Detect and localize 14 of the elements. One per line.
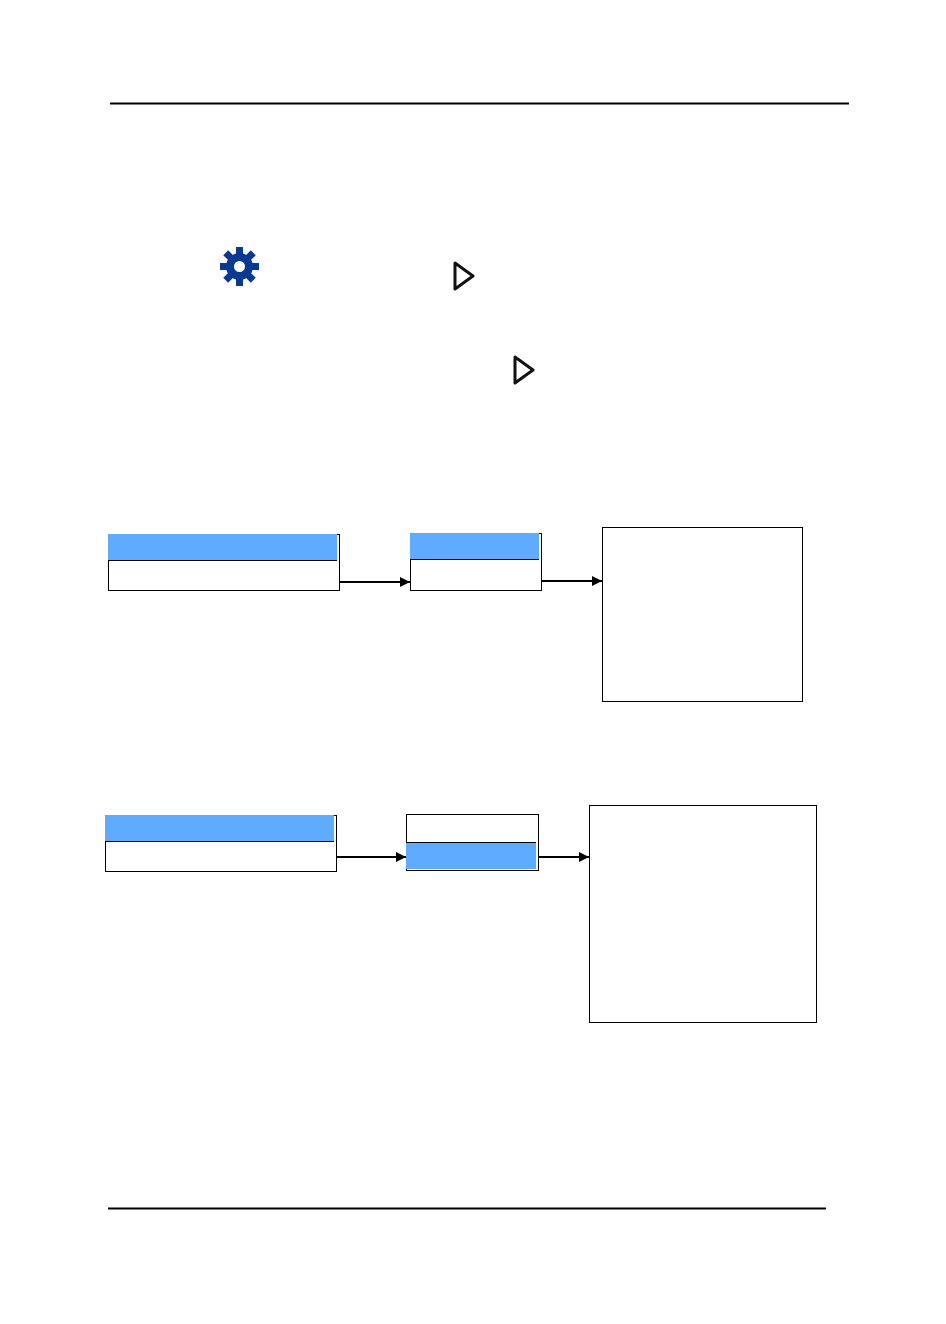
- highlighted-row: [409, 532, 539, 560]
- empty-frame: [602, 527, 803, 702]
- list-box: [108, 534, 340, 591]
- arrow: [541, 576, 603, 586]
- highlighted-row: [104, 814, 334, 842]
- arrow: [538, 852, 590, 862]
- list-box: [410, 533, 542, 591]
- highlighted-row: [405, 841, 536, 869]
- empty-frame: [589, 805, 817, 1023]
- arrow: [339, 577, 411, 587]
- highlighted-row: [107, 533, 337, 561]
- list-box: [406, 814, 539, 871]
- list-box: [105, 815, 337, 872]
- arrow: [336, 852, 407, 862]
